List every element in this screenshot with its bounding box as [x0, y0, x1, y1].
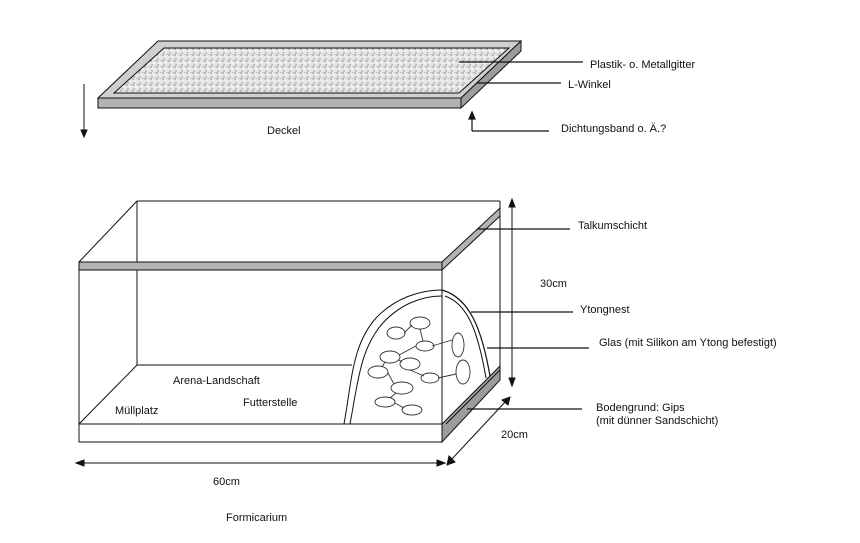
label-grid: Plastik- o. Metallgitter: [590, 59, 695, 71]
tank-top-left-edge: [78, 200, 138, 263]
ytong-nest: [343, 289, 491, 425]
label-waste: Müllplatz: [115, 405, 158, 417]
substrate-surface: [78, 364, 352, 425]
leader-seal: [468, 110, 549, 132]
label-glass: Glas (mit Silikon am Ytong befestigt): [599, 337, 777, 349]
label-arena: Arena-Landschaft: [173, 375, 260, 387]
lid-down-arrow: [80, 84, 88, 139]
substrate-front: [78, 423, 443, 443]
label-angle: L-Winkel: [568, 79, 611, 91]
label-depth: 20cm: [501, 429, 528, 441]
diagram-caption: Formicarium: [226, 512, 287, 524]
label-lid: Deckel: [267, 125, 301, 137]
talcum-layer-side: [441, 206, 501, 272]
lid-mesh-grid: [112, 47, 511, 94]
depth-arrow: [446, 396, 511, 466]
ytong-nest-inner: [349, 295, 443, 425]
label-talcum: Talkumschicht: [578, 220, 647, 232]
label-substrate-2: (mit dünner Sandschicht): [596, 415, 718, 427]
label-nest: Ytongnest: [580, 304, 630, 316]
substrate-side: [441, 364, 501, 444]
label-seal: Dichtungsband o. Ä.?: [561, 123, 666, 135]
lid-front-angle: [97, 97, 462, 109]
nest-glass-pane: [441, 289, 491, 377]
talcum-layer: [78, 261, 443, 271]
nest-chambers: [367, 316, 471, 416]
label-substrate-1: Bodengrund: Gips: [596, 402, 685, 414]
label-height: 30cm: [540, 278, 567, 290]
lid: [96, 39, 523, 110]
lid-side-angle: [460, 39, 522, 110]
label-width: 60cm: [213, 476, 240, 488]
width-arrow: [74, 459, 447, 467]
height-arrow: [508, 197, 516, 388]
label-feeding: Futterstelle: [243, 397, 297, 409]
ytong-nest-outer: [343, 289, 443, 425]
